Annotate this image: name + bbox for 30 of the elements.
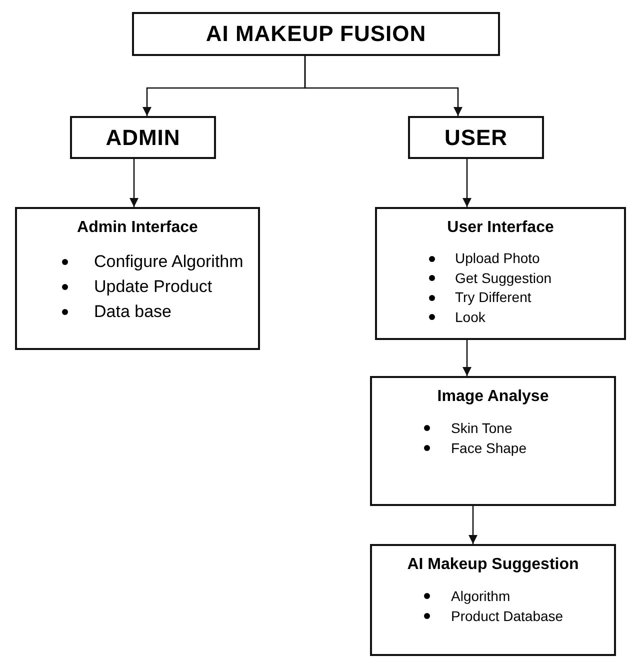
list-item: Skin Tone — [451, 419, 512, 438]
process-box — [370, 376, 616, 506]
title-box — [408, 116, 544, 159]
list-item: Look — [455, 308, 486, 326]
box-heading: Admin Interface — [76, 219, 199, 237]
list-item: Get Suggestion — [455, 268, 552, 288]
arrow — [462, 340, 472, 376]
process-box — [15, 207, 260, 350]
list-item: Try Different — [455, 288, 532, 307]
arrow — [462, 159, 472, 207]
box-heading: AI Makeup Suggestion — [406, 556, 580, 574]
list-item: Product Database — [451, 607, 564, 626]
arrow — [304, 56, 463, 116]
box-heading: Image Analyse — [436, 388, 550, 406]
box-title: USER — [444, 124, 508, 150]
arrow — [468, 506, 478, 544]
process-box — [370, 544, 616, 656]
list-item: Upload Photo — [455, 249, 540, 268]
list-item: Update Product — [94, 276, 212, 298]
list-item: Algorithm — [451, 587, 510, 606]
process-box — [375, 207, 626, 340]
title-box — [70, 116, 216, 159]
box-title: ADMIN — [106, 124, 180, 150]
box-heading: User Interface — [446, 219, 555, 237]
list-item: Face Shape — [451, 439, 526, 458]
list-item: Configure Algorithm — [94, 251, 244, 273]
box-title: AI MAKEUP FUSION — [206, 21, 426, 47]
list-item: Data base — [94, 301, 172, 323]
title-box — [132, 12, 500, 56]
arrow — [129, 159, 139, 207]
